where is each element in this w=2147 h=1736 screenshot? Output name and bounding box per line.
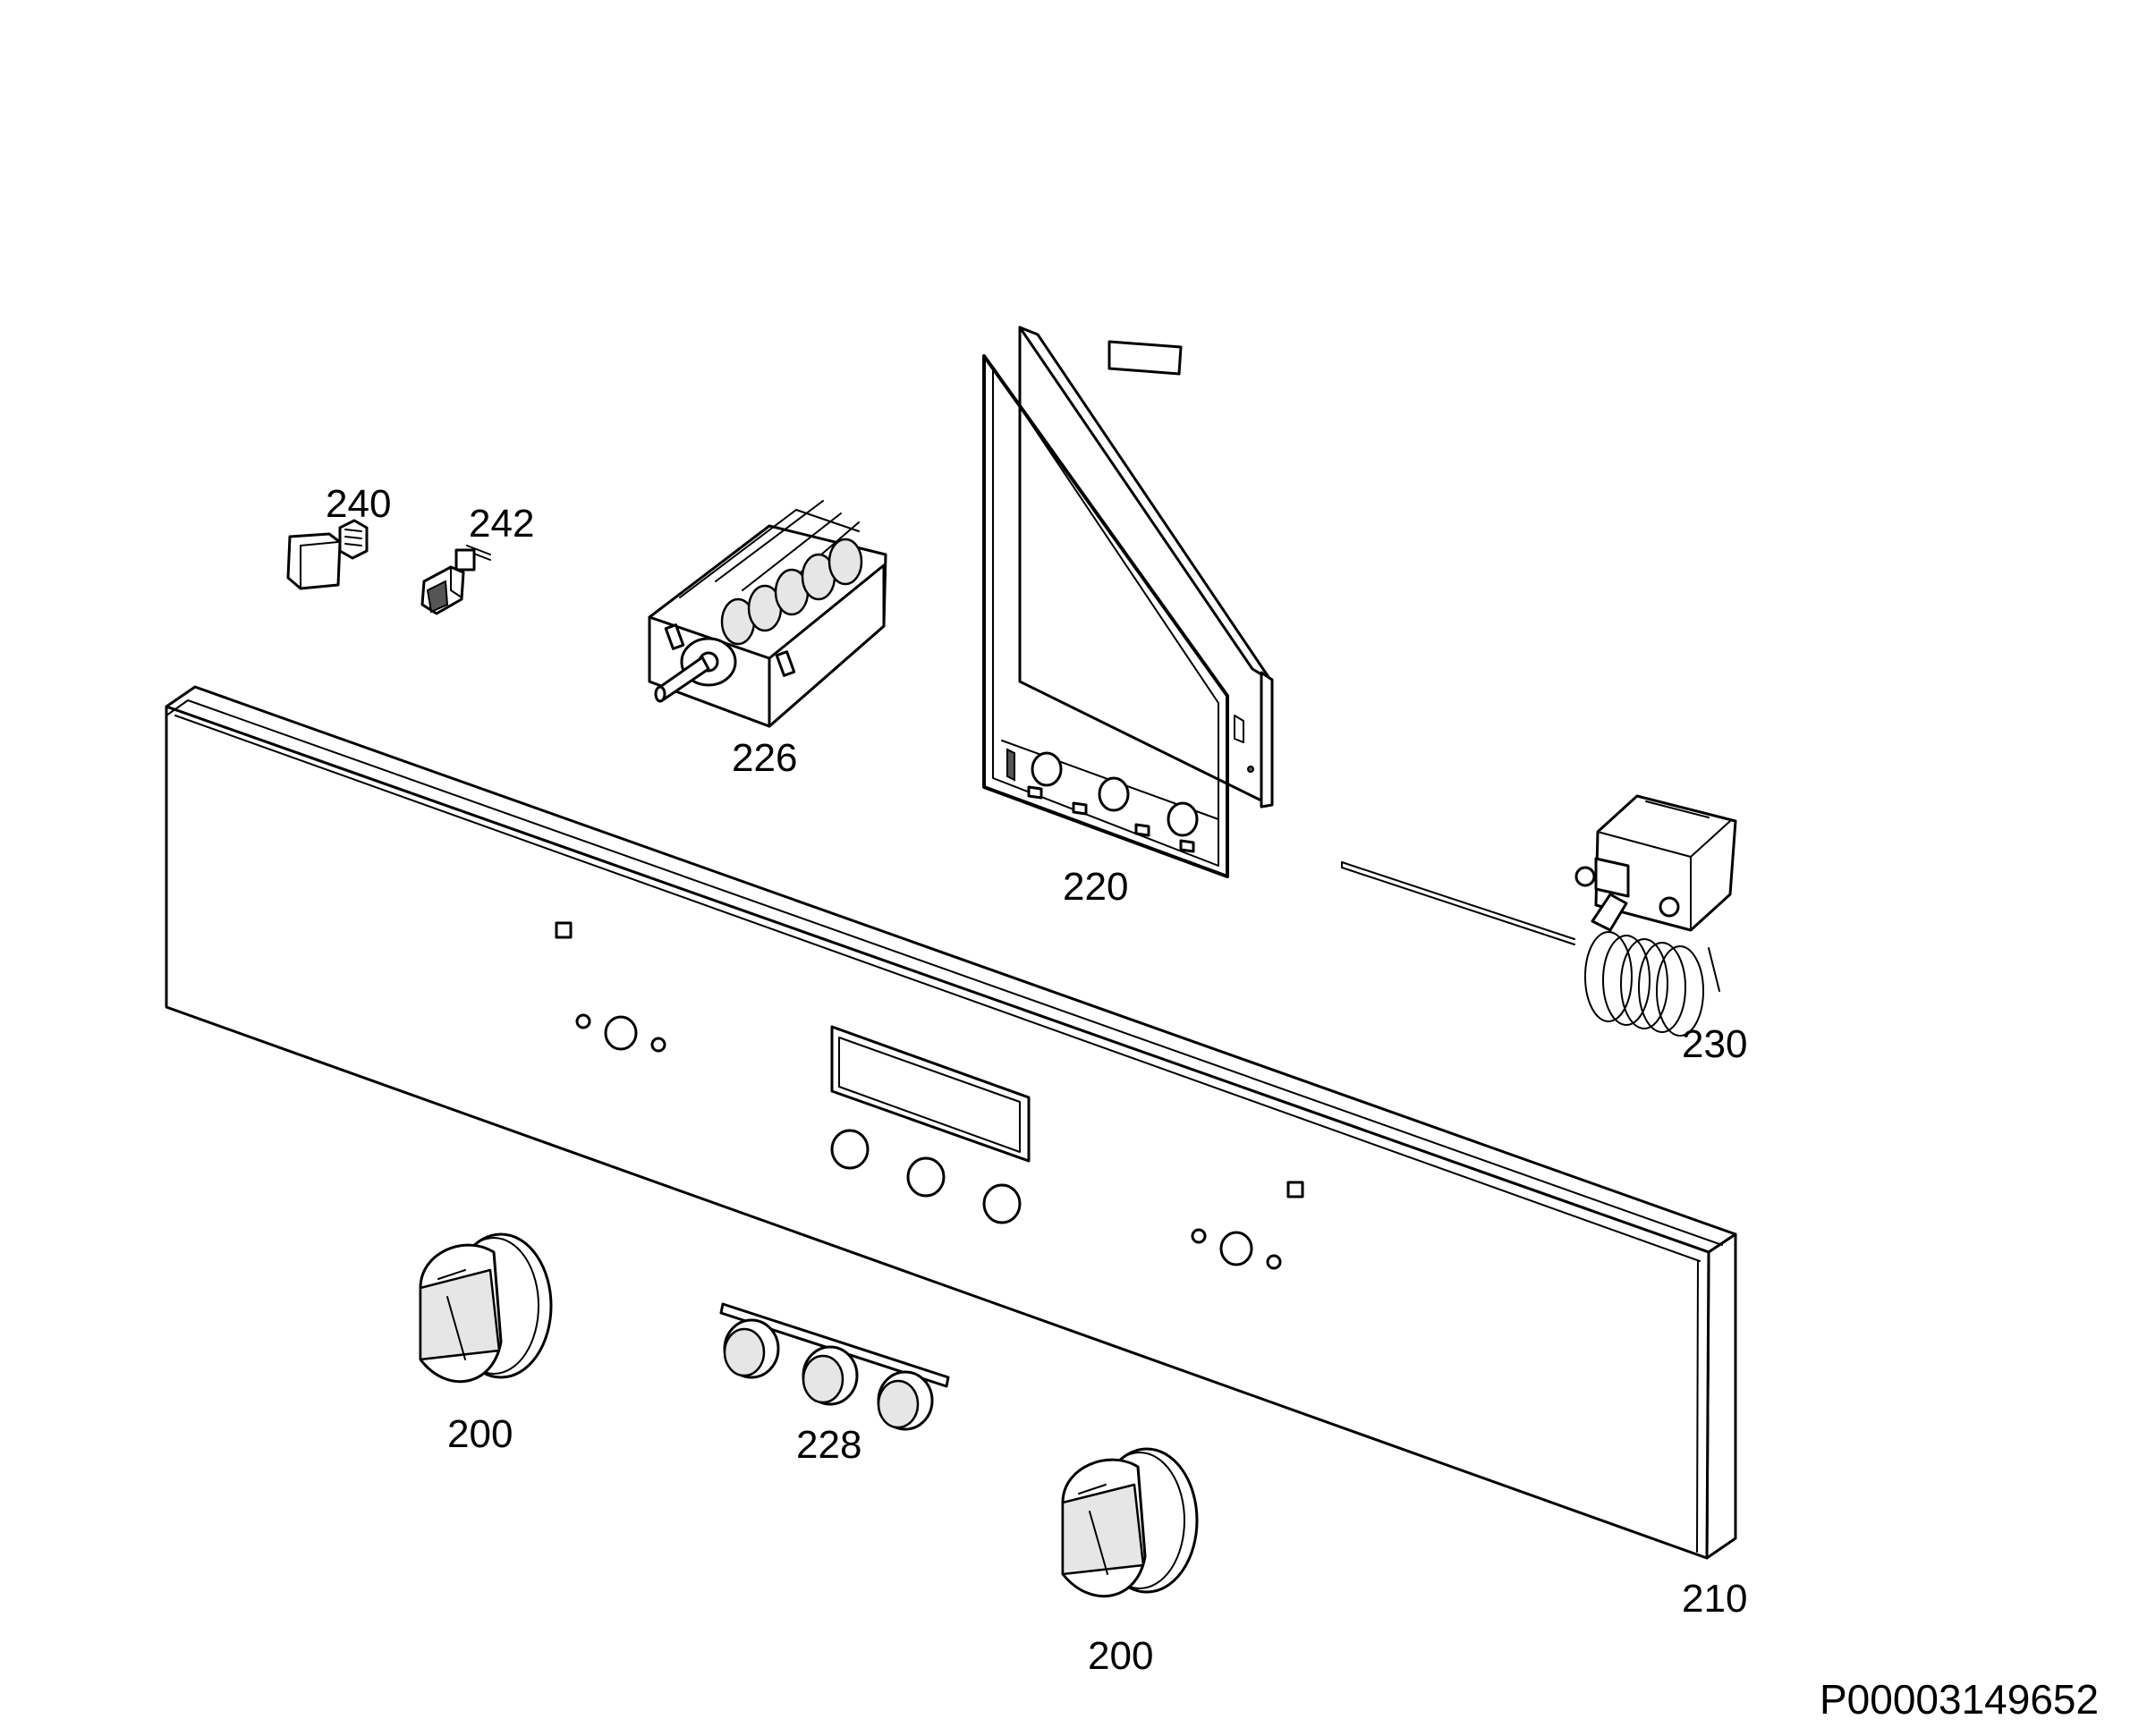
label-210: 210 bbox=[1682, 1577, 1747, 1621]
label-242: 242 bbox=[469, 502, 534, 546]
thermostat-230[interactable] bbox=[1341, 794, 1737, 1037]
indicator-lamp-240[interactable] bbox=[286, 519, 369, 590]
button-hole-2 bbox=[906, 1156, 946, 1198]
thermostat-shaft bbox=[1591, 893, 1628, 932]
display-window bbox=[830, 1025, 1031, 1163]
label-226: 226 bbox=[732, 736, 797, 780]
label-200-left: 200 bbox=[447, 1412, 513, 1456]
label-200-right: 200 bbox=[1088, 1634, 1153, 1678]
knob-hole-right bbox=[1191, 1228, 1282, 1270]
lamp-holder-242[interactable] bbox=[420, 545, 491, 615]
push-button-set-228[interactable] bbox=[719, 1302, 950, 1431]
push-button-2 bbox=[802, 1345, 859, 1406]
control-knob-200-left[interactable] bbox=[419, 1232, 553, 1384]
document-id: P00003149652 bbox=[1820, 1676, 2099, 1723]
switch-cams bbox=[720, 538, 863, 646]
selector-switch-226[interactable] bbox=[648, 500, 887, 728]
timer-face-holes bbox=[1031, 751, 1199, 837]
lamp-hole-left bbox=[555, 921, 573, 939]
capillary-coil bbox=[1584, 931, 1704, 1037]
switch-shaft bbox=[654, 656, 710, 703]
label-228: 228 bbox=[796, 1423, 861, 1467]
label-220: 220 bbox=[1063, 865, 1128, 909]
label-230: 230 bbox=[1682, 1022, 1747, 1066]
knob-hole-left bbox=[575, 1013, 666, 1053]
button-hole-1 bbox=[830, 1129, 870, 1170]
push-button-3 bbox=[877, 1370, 934, 1431]
lamp-hole-right bbox=[1286, 1181, 1304, 1198]
control-knob-200-right[interactable] bbox=[1061, 1447, 1199, 1598]
control-panel-210[interactable] bbox=[165, 685, 1737, 1560]
push-button-1 bbox=[723, 1318, 780, 1379]
electronic-timer-220[interactable] bbox=[982, 326, 1274, 878]
button-hole-3 bbox=[982, 1183, 1022, 1224]
label-240: 240 bbox=[326, 482, 391, 526]
